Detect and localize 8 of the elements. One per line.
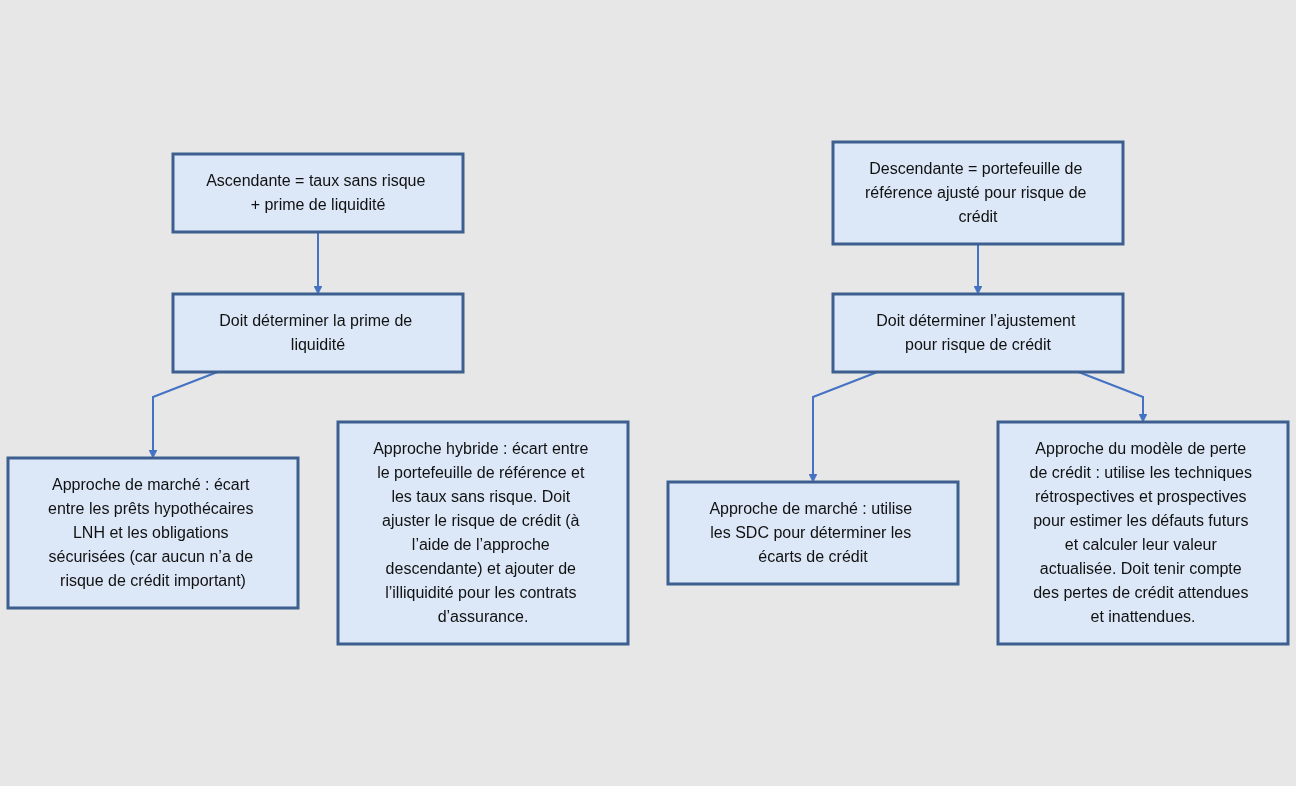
- node-box: Approche du modèle de perte de crédit : utilise les techniques rétrospectives et prospectives pour estimer les défauts futurs et calculer leur valeur actualisée. Doit tenir compte des pertes de crédit attendues et inattendues.: [996, 420, 1290, 646]
- node-box: Ascendante = taux sans risque + prime de liquidité: [171, 152, 465, 234]
- node-box: Approche de marché : écart entre les prêts hypothécaires LNH et les obligations sécurisées (car aucun n’a de risque de crédit important): [6, 456, 300, 610]
- node-box: Descendante = portefeuille de référence ajusté pour risque de crédit: [831, 140, 1125, 246]
- node-box: Doit déterminer l’ajustement pour risque de crédit: [831, 292, 1125, 374]
- node-box: Approche de marché : utilise les SDC pour déterminer les écarts de crédit: [666, 480, 960, 586]
- node-box: Doit déterminer la prime de liquidité: [171, 292, 465, 374]
- node-box: Approche hybride : écart entre le portefeuille de référence et les taux sans risque. Doit ajuster le risque de crédit (à l’aide de l’approche descendante) et ajouter de l’illiquidité pour les contrats d’assurance.: [336, 420, 630, 646]
